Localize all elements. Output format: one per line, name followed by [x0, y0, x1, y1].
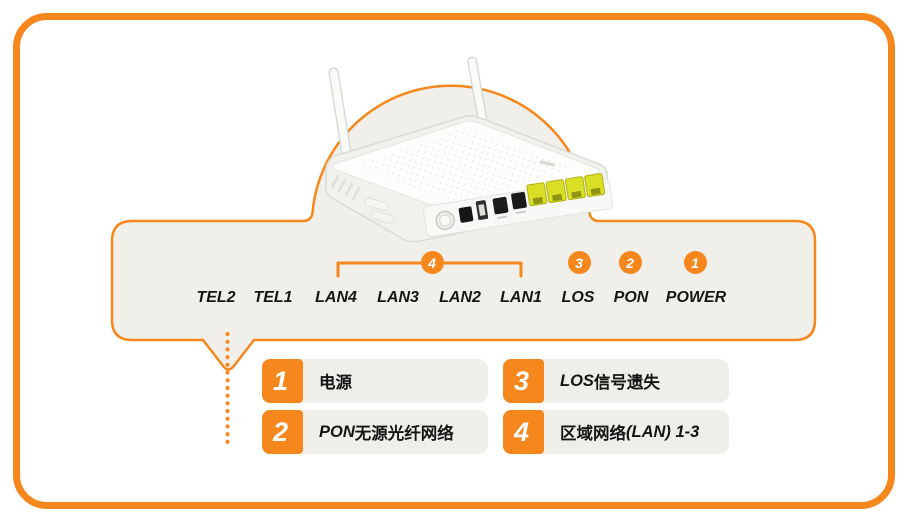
legend-label: LOS 信号遗失 — [544, 359, 729, 403]
port-label-lan4: LAN4 — [315, 289, 357, 306]
tel-port-label — [515, 210, 526, 214]
port-label-lan3: LAN3 — [377, 289, 419, 306]
lan-port-slot — [590, 187, 601, 196]
legend-number-badge: 1 — [262, 359, 303, 403]
legend-label: 电源 — [303, 359, 488, 403]
side-label-recess — [364, 197, 389, 211]
outer-frame-border — [13, 13, 895, 509]
callout-circle-2: 2 — [619, 251, 642, 274]
callout-circle-4: 4 — [421, 251, 444, 274]
port-label-lan1: LAN1 — [500, 289, 542, 306]
router-front-ports — [422, 173, 614, 238]
power-jack — [458, 206, 474, 223]
tel-port — [511, 191, 527, 210]
port-label-tel1: TEL1 — [253, 289, 293, 306]
legend-number-badge: 2 — [262, 410, 303, 454]
legend-label: PON 无源光纤网络 — [303, 410, 488, 454]
legend-number-badge: 3 — [503, 359, 544, 403]
legend-row-los: 3 LOS 信号遗失 — [503, 359, 729, 403]
side-label-recess — [370, 210, 395, 224]
router-image — [325, 56, 614, 243]
lan-port-slot — [552, 193, 563, 202]
port-label-lan2: LAN2 — [439, 289, 481, 306]
legend-row-lan: 4 区域网络 (LAN) 1-3 — [503, 410, 729, 454]
port-label-power: POWER — [665, 289, 727, 306]
tel-port-label — [497, 215, 508, 219]
port-label-pon: PON — [613, 289, 649, 306]
legend-label: 区域网络 (LAN) 1-3 — [544, 410, 729, 454]
lan-port-slot — [532, 196, 544, 205]
lan-port-slot — [571, 190, 582, 199]
antenna-left-icon — [328, 67, 352, 160]
brand-mark — [539, 160, 556, 167]
side-vents — [330, 174, 361, 201]
legend-row-power: 1 电源 — [262, 359, 488, 403]
lan-ports — [526, 173, 606, 207]
tel-port — [492, 196, 509, 215]
router-top-vents — [352, 129, 572, 202]
callout-circle-3: 3 — [568, 251, 591, 274]
power-button-cap — [439, 214, 452, 227]
usb-tongue — [478, 204, 486, 216]
legend-row-pon: 2 PON 无源光纤网络 — [262, 410, 488, 454]
port-label-tel2: TEL2 — [196, 289, 236, 306]
legend-number-badge: 4 — [503, 410, 544, 454]
port-label-los: LOS — [561, 289, 595, 306]
callout-circle-1: 1 — [684, 251, 707, 274]
